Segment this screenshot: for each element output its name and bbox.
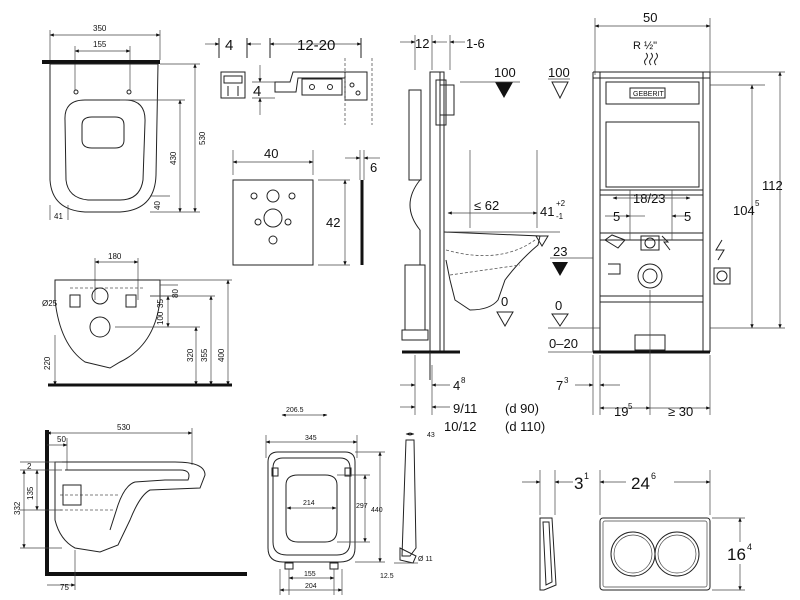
frame-side-zero: 0 [501,294,508,309]
frame-front-logo: GEBERIT [633,91,664,98]
wc-top-seat-holes: 155 [93,40,107,49]
frame-front-h100: 100 [548,65,570,80]
wc-side-length: 530 [117,423,131,432]
frame-side-pipe2-d: (d 110) [505,419,545,434]
wc-front-d80: 80 [171,289,180,298]
seat-w-top: 206.5 [286,407,304,414]
plate-w246: 24 [631,474,650,493]
frame-side-le62: ≤ 62 [474,198,499,213]
frame-side-h100: 100 [494,65,516,80]
flush-plate-detail: 3 1 24 6 16 4 [522,468,756,591]
frame-side-d48: 4 [453,378,460,393]
wc-front-h220: 220 [43,356,52,370]
seat-dia: Ø 11 [418,556,433,563]
frame-front-w50: 50 [643,10,657,25]
seat-side-t: 43 [427,432,435,439]
frame-front-d5b: 5 [684,209,691,224]
frame-side-d16: 1-6 [466,36,485,51]
wc-top-inner: 430 [169,151,178,165]
frame-front-view: 50 R ½" GEBERIT 18/23 5 5 [548,10,785,419]
frame-front-d195-exp: 5 [628,402,633,411]
sound-pad-detail: 40 42 6 [232,146,380,266]
wc-side-d332: 332 [13,501,22,515]
wc-top-width: 350 [93,24,107,33]
wc-side-d75: 75 [60,583,69,592]
frame-front-r12: R ½" [633,40,657,52]
frame-side-tol-up: +2 [556,199,566,208]
plate-d31: 3 [574,474,583,493]
frame-side-d12: 12 [415,36,429,51]
plate-h164-exp: 4 [747,542,752,552]
plate-h164: 16 [727,545,746,564]
frame-front-ge30: ≥ 30 [668,404,693,419]
seat-detail: 206.5 345 214 297 440 155 204 43 Ø 11 [265,404,435,595]
frame-front-h1045: 104 [733,203,755,218]
frame-front-h1045-exp: 5 [755,199,760,208]
seat-length: 440 [371,507,383,514]
seat-width: 345 [305,435,317,442]
frame-front-d73: 7 [556,378,563,393]
bracket-detail: 4 12-20 4 [205,37,373,125]
pad-height: 42 [326,215,340,230]
wc-front-h320: 320 [186,348,195,362]
wc-front-view: 180 Ø25 220 35 80 100 320 355 400 [42,252,232,387]
frame-front-d195: 19 [614,404,628,419]
seat-h125: 12.5 [380,573,394,580]
frame-side-d48-exp: 8 [461,376,466,385]
frame-side-pipe2: 10/12 [444,419,477,434]
bracket-h4: 4 [253,83,261,100]
wc-top-view: 350 155 530 430 40 41 [42,24,207,221]
plate-w246-exp: 6 [651,471,656,481]
frame-front-d1823: 18/23 [633,191,666,206]
plate-d31-exp: 1 [584,471,589,481]
wc-top-front: 40 [153,201,162,210]
wc-front-h400: 400 [217,348,226,362]
frame-front-range: 0–20 [549,336,578,351]
wc-front-d100: 100 [156,311,165,325]
pad-thickness: 6 [370,160,377,175]
wc-front-width: 180 [108,252,122,261]
frame-side-pipe1-d: (d 90) [505,401,539,416]
frame-side-view: 12 1-6 ≤ 62 41 +2 -1 100 0 4 [400,35,566,434]
seat-inner-w: 214 [303,500,315,507]
wc-top-back: 41 [54,212,63,221]
wc-side-d135: 135 [26,486,35,500]
wc-side-d2: 2 [27,462,32,471]
frame-side-d41: 41 [540,204,554,219]
bracket-w1220: 12-20 [297,37,335,54]
wc-front-pipe: Ø25 [42,299,58,308]
bracket-w4: 4 [225,37,233,54]
frame-side-pipe1: 9/11 [453,401,477,416]
wc-top-length: 530 [198,131,207,145]
frame-front-d5a: 5 [613,209,620,224]
wc-front-d35: 35 [156,299,165,308]
wc-side-view: 530 50 2 135 332 75 [13,423,247,592]
seat-inner-l: 297 [356,503,368,510]
seat-bottom-w: 204 [305,583,317,590]
frame-front-zero: 0 [555,298,562,313]
wc-side-d50: 50 [57,435,66,444]
seat-hole: 155 [304,571,316,578]
pad-width: 40 [264,146,278,161]
frame-side-tol-dn: -1 [556,212,564,221]
frame-front-h23: 23 [553,244,567,259]
wc-front-h355: 355 [200,348,209,362]
frame-front-d73-exp: 3 [564,376,569,385]
frame-front-h112: 112 [762,178,783,193]
